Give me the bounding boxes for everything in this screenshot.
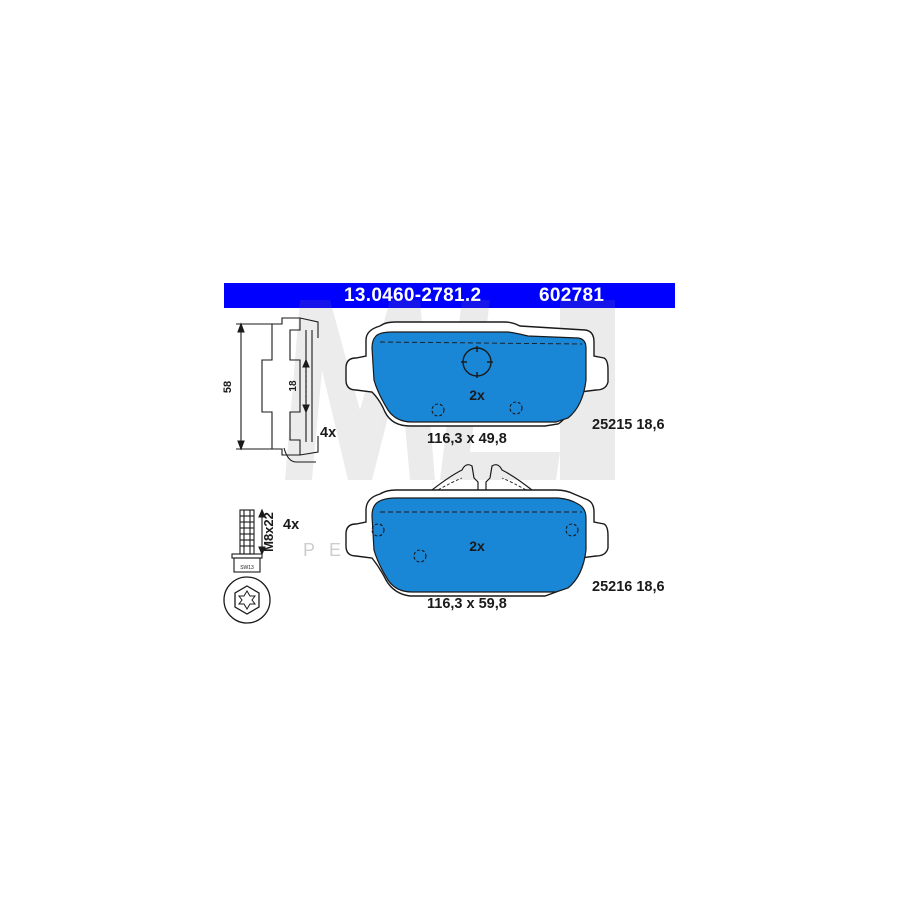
pad-bottom-wva-thickness: 25216 18,6 [592,579,665,595]
pad-top-dimensions: 116,3 x 49,8 [427,431,507,447]
bolt-wrench-label: SW13 [240,565,254,571]
pad-bottom-drawing [345,464,609,597]
pad-bottom-dimensions: 116,3 x 59,8 [427,596,507,612]
pad-top-drawing [345,321,609,427]
pad-top-wva-thickness: 25215 18,6 [592,417,665,433]
part-number: 13.0460-2781.2 [344,285,482,306]
clip-drawing [236,317,319,463]
clip-quantity: 4x [320,425,337,441]
bolt-quantity: 4x [283,517,300,533]
article-number: 602781 [539,285,605,306]
clip-inner-dim: 18 [288,380,299,392]
clip-height-dim: 58 [222,381,234,393]
pad-bottom-quantity: 2x [469,538,485,554]
header-bar [224,283,675,308]
pad-top-quantity: 2x [469,387,485,403]
bolt-drawing [223,508,271,624]
bolt-thread-size: M8x22 [261,512,276,552]
